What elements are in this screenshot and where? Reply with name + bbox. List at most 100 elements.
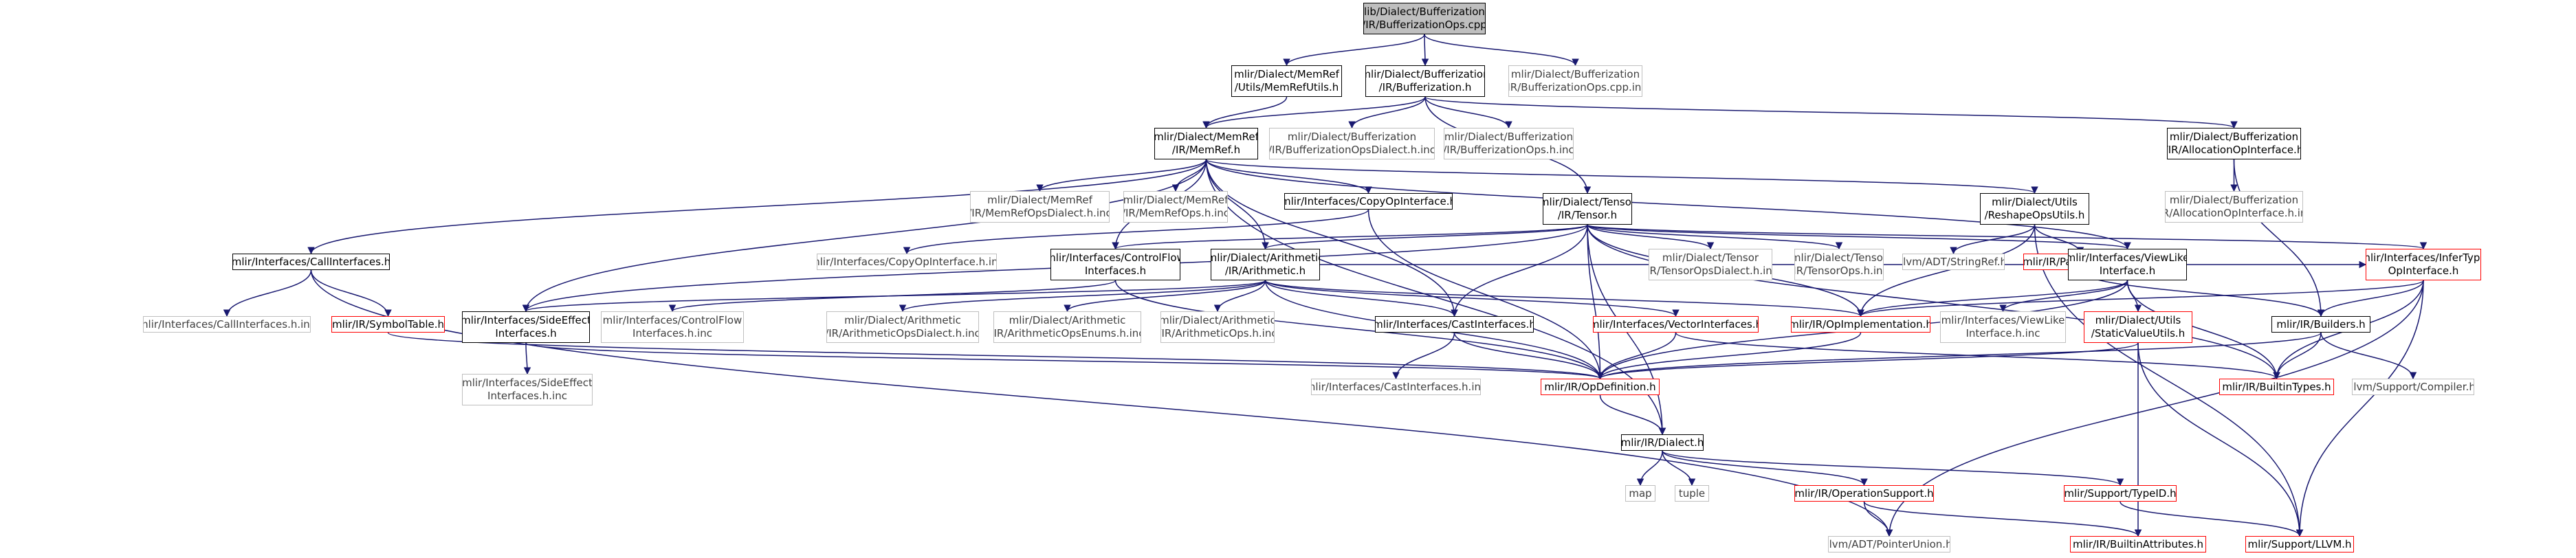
edge-static-value-utils-to-op-definition: [1596, 342, 2139, 380]
node-control-flow-interfaces-inc-label: mlir/Interfaces/ControlFlow Interfaces.h…: [602, 314, 742, 339]
node-symbol-table[interactable]: mlir/IR/SymbolTable.h: [331, 316, 445, 333]
edge-infer-type-op-interface-to-llvm-h: [2296, 280, 2424, 537]
edge-tensor-h-to-builtin-types: [1587, 224, 2280, 380]
node-bufferization-h-label: mlir/Dialect/Bufferization /IR/Bufferiza…: [1365, 68, 1485, 93]
node-tuple: tuple: [1675, 485, 1709, 502]
edge-dialect-to-tuple: [1662, 450, 1696, 487]
node-arithmetic-h[interactable]: mlir/Dialect/Arithmetic /IR/Arithmetic.h: [1211, 249, 1320, 280]
edge-tensor-h-to-cast-interfaces: [1451, 224, 1588, 317]
node-memref-h-label: mlir/Dialect/MemRef /IR/MemRef.h: [1154, 131, 1258, 156]
node-bufferization-dialect-inc: mlir/Dialect/Bufferization /IR/Bufferiza…: [1269, 128, 1435, 159]
node-builtin-types[interactable]: mlir/IR/BuiltinTypes.h: [2219, 379, 2334, 395]
node-allocation-op-interface-inc: mlir/Dialect/Bufferization /IR/Allocatio…: [2165, 191, 2303, 223]
edge-reshape-op-utils-to-llvm-h: [2034, 224, 2304, 537]
edge-allocation-op-interface-to-builders: [2233, 159, 2325, 317]
edge-root-to-bufferization-h: [1421, 34, 1429, 67]
node-memref-h[interactable]: mlir/Dialect/MemRef /IR/MemRef.h: [1154, 128, 1258, 159]
node-arithmetic-enums-inc: mlir/Dialect/Arithmetic /IR/ArithmeticOp…: [993, 311, 1141, 343]
edge-reshape-op-utils-to-string-ref: [1950, 224, 2036, 255]
node-dialect[interactable]: mlir/IR/Dialect.h: [1621, 434, 1704, 451]
node-root-label: lib/Dialect/Bufferization /IR/Bufferizat…: [1363, 5, 1486, 31]
edge-copy-op-interface-to-op-definition: [1367, 209, 1604, 380]
edge-arithmetic-h-to-op-implementation: [1264, 280, 1864, 317]
edge-root-to-bufferization-ops-cpp-inc: [1424, 34, 1579, 67]
node-arithmetic-dialect-inc: mlir/Dialect/Arithmetic /IR/ArithmeticOp…: [826, 311, 979, 343]
node-tensor-ops-inc: mlir/Dialect/Tensor /IR/TensorOps.h.inc: [1794, 249, 1884, 280]
edge-root-to-memref-utils: [1283, 34, 1425, 67]
edge-view-like-interface-to-view-like-interface-inc: [1999, 280, 2128, 313]
node-side-effect-interfaces-inc: mlir/Interfaces/SideEffect Interfaces.h.…: [462, 374, 593, 405]
edge-type-id-to-llvm-h: [2120, 501, 2304, 537]
node-copy-op-interface-inc-label: mlir/Interfaces/CopyOpInterface.h.inc: [817, 255, 997, 268]
node-op-implementation-label: mlir/IR/OpImplementation.h: [1791, 317, 1930, 331]
edge-view-like-interface-to-op-implementation: [1857, 280, 2128, 317]
node-memref-ops-inc: mlir/Dialect/MemRef /IR/MemRefOps.h.inc: [1123, 191, 1228, 223]
node-side-effect-interfaces[interactable]: mlir/Interfaces/SideEffect Interfaces.h: [462, 311, 590, 343]
edge-builders-to-op-definition: [1596, 332, 2322, 380]
node-op-definition[interactable]: mlir/IR/OpDefinition.h: [1541, 379, 1660, 395]
node-builders[interactable]: mlir/IR/Builders.h: [2271, 316, 2370, 333]
edge-tensor-h-to-control-flow-interfaces: [1112, 224, 1588, 250]
node-view-like-interface-inc: mlir/Interfaces/ViewLike Interface.h.inc: [1940, 311, 2066, 343]
edge-tensor-h-to-tensor-ops-inc: [1587, 224, 1843, 250]
node-memref-utils[interactable]: mlir/Dialect/MemRef /Utils/MemRefUtils.h: [1231, 65, 1342, 97]
node-string-ref-label: llvm/ADT/StringRef.h: [1902, 255, 2005, 268]
edge-builders-to-compiler: [2320, 332, 2417, 380]
node-infer-type-op-interface[interactable]: mlir/Interfaces/InferType OpInterface.h: [2366, 249, 2481, 280]
node-reshape-op-utils[interactable]: mlir/Dialect/Utils /ReshapeOpsUtils.h: [1980, 193, 2089, 225]
edge-bufferization-h-to-memref-h: [1202, 96, 1426, 129]
edge-arithmetic-h-to-arithmetic-enums-inc: [1064, 280, 1266, 313]
node-arithmetic-h-label: mlir/Dialect/Arithmetic /IR/Arithmetic.h: [1211, 252, 1320, 277]
node-arithmetic-dialect-inc-label: mlir/Dialect/Arithmetic /IR/ArithmeticOp…: [826, 314, 979, 339]
edge-dialect-to-map: [1636, 450, 1663, 487]
edge-memref-h-to-arithmetic-h: [1205, 159, 1269, 250]
edge-operation-support-to-builtin-attributes: [1863, 501, 2142, 537]
node-control-flow-interfaces[interactable]: mlir/Interfaces/ControlFlow Interfaces.h: [1050, 249, 1180, 280]
node-infer-type-op-interface-label: mlir/Interfaces/InferType OpInterface.h: [2366, 252, 2481, 277]
node-op-definition-label: mlir/IR/OpDefinition.h: [1544, 380, 1656, 393]
edge-arithmetic-h-to-arithmetic-ops-inc: [1213, 280, 1266, 313]
node-type-id[interactable]: mlir/Support/TypeID.h: [2064, 485, 2177, 502]
edge-memref-h-to-view-like-interface: [1205, 159, 2131, 250]
node-side-effect-interfaces-label: mlir/Interfaces/SideEffect Interfaces.h: [462, 314, 590, 339]
edge-dialect-to-type-id: [1662, 450, 2124, 487]
edge-dialect-to-operation-support: [1662, 450, 1868, 487]
node-allocation-op-interface-inc-label: mlir/Dialect/Bufferization /IR/Allocatio…: [2166, 194, 2302, 219]
node-tensor-ops-inc-label: mlir/Dialect/Tensor /IR/TensorOps.h.inc: [1794, 252, 1884, 277]
node-bufferization-ops-cpp-inc-label: mlir/Dialect/Bufferization /IR/Bufferiza…: [1508, 68, 1642, 93]
node-call-interfaces-label: mlir/Interfaces/CallInterfaces.h: [232, 255, 390, 268]
node-symbol-table-label: mlir/IR/SymbolTable.h: [332, 317, 445, 331]
node-op-implementation[interactable]: mlir/IR/OpImplementation.h: [1791, 316, 1930, 333]
node-tensor-h[interactable]: mlir/Dialect/Tensor /IR/Tensor.h: [1543, 193, 1632, 225]
node-builtin-types-label: mlir/IR/BuiltinTypes.h: [2222, 380, 2331, 393]
node-view-like-interface[interactable]: mlir/Interfaces/ViewLike Interface.h: [2068, 249, 2187, 280]
edge-bufferization-h-to-allocation-op-interface: [1424, 96, 2238, 129]
node-bufferization-h[interactable]: mlir/Dialect/Bufferization /IR/Bufferiza…: [1365, 65, 1485, 97]
node-vector-interfaces[interactable]: mlir/Interfaces/VectorInterfaces.h: [1593, 316, 1759, 333]
edge-infer-type-op-interface-to-op-implementation: [1857, 280, 2424, 317]
node-static-value-utils[interactable]: mlir/Dialect/Utils /StaticValueUtils.h: [2084, 311, 2192, 343]
node-allocation-op-interface[interactable]: mlir/Dialect/Bufferization /IR/Allocatio…: [2167, 128, 2301, 159]
node-cast-interfaces[interactable]: mlir/Interfaces/CastInterfaces.h: [1375, 316, 1534, 333]
node-view-like-interface-label: mlir/Interfaces/ViewLike Interface.h: [2068, 252, 2187, 277]
edge-view-like-interface-to-builtin-types: [2126, 280, 2280, 380]
node-llvm-h[interactable]: mlir/Support/LLVM.h: [2245, 536, 2354, 553]
node-view-like-interface-inc-label: mlir/Interfaces/ViewLike Interface.h.inc: [1941, 314, 2065, 339]
edge-tensor-h-to-arithmetic-h: [1262, 224, 1588, 250]
node-builtin-attributes[interactable]: mlir/IR/BuiltinAttributes.h: [2070, 536, 2206, 553]
node-string-ref: llvm/ADT/StringRef.h: [1902, 254, 2005, 270]
node-tensor-h-label: mlir/Dialect/Tensor /IR/Tensor.h: [1543, 196, 1632, 221]
edge-cast-interfaces-to-cast-interfaces-inc: [1392, 332, 1455, 380]
node-copy-op-interface[interactable]: mlir/Interfaces/CopyOpInterface.h: [1284, 193, 1453, 210]
edge-memref-h-to-side-effect-interfaces: [522, 159, 1207, 313]
node-call-interfaces[interactable]: mlir/Interfaces/CallInterfaces.h: [232, 254, 390, 270]
edge-static-value-utils-to-llvm-h: [2137, 342, 2304, 537]
edge-call-interfaces-to-call-interfaces-inc: [223, 269, 312, 317]
node-cast-interfaces-inc: mlir/Interfaces/CastInterfaces.h.inc: [1311, 379, 1481, 395]
node-operation-support[interactable]: mlir/IR/OperationSupport.h: [1794, 485, 1934, 502]
node-bufferization-ops-inc: mlir/Dialect/Bufferization /IR/Bufferiza…: [1444, 128, 1574, 159]
node-compiler-label: llvm/Support/Compiler.h: [2352, 380, 2474, 393]
edge-tensor-h-to-tensor-dialect-inc: [1587, 224, 1715, 250]
node-cast-interfaces-inc-label: mlir/Interfaces/CastInterfaces.h.inc: [1311, 380, 1481, 393]
node-call-interfaces-inc-label: mlir/Interfaces/CallInterfaces.h.inc: [143, 317, 311, 331]
